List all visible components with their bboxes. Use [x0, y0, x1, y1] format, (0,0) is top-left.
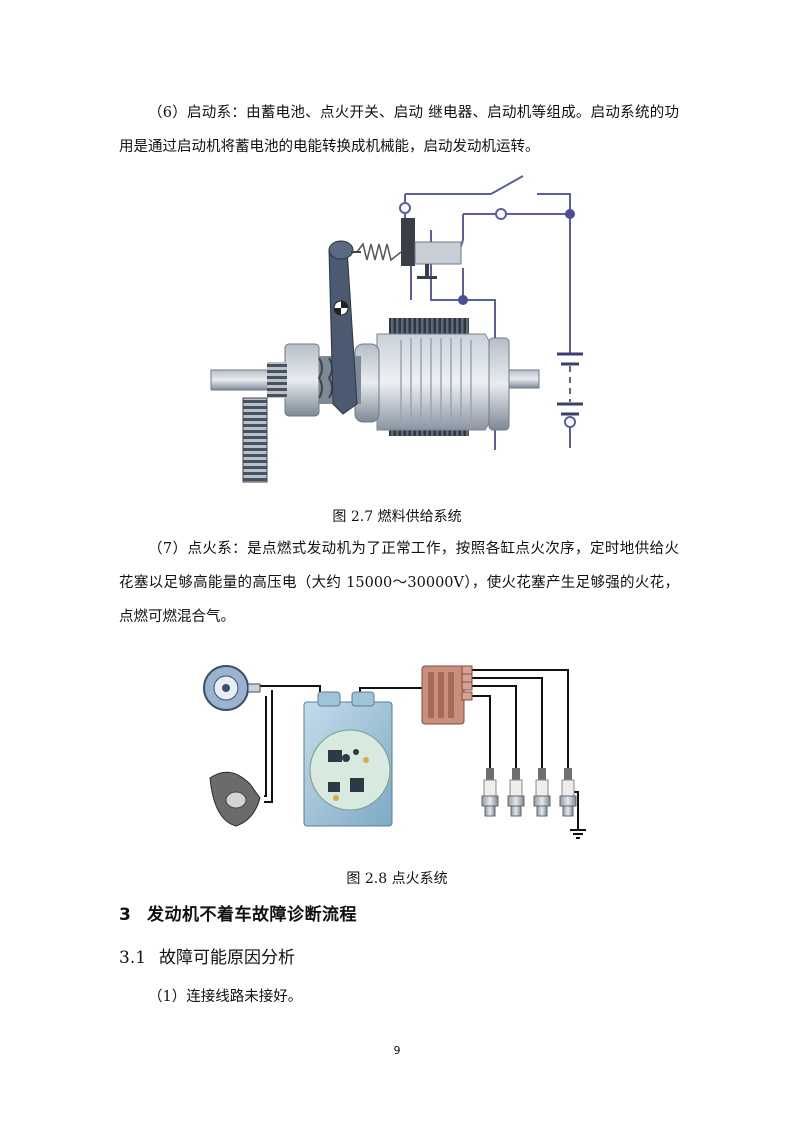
page-number: 9	[393, 1044, 401, 1057]
paragraph-ignition-system: （7）点火系：是点燃式发动机为了正常工作，按照各缸点火次序，定时地供给火花塞以足…	[119, 541, 679, 625]
figure-2-8-caption: 图 2.8 点火系统	[346, 871, 448, 887]
section-3-number: 3	[119, 905, 132, 925]
section-3-heading: 3 发动机不着车故障诊断流程	[119, 900, 357, 925]
section-3-1-heading: 3.1 故障可能原因分析	[119, 943, 295, 968]
ignition-system-diagram	[203, 665, 586, 839]
paragraph-starting-system: （6）启动系：由蓄电池、点火开关、启动 继电器、启动机等组成。启动系统的功用是通…	[119, 105, 679, 155]
starter-motor-diagram	[210, 175, 583, 483]
paragraph-cause-1: （1）连接线路未接好。	[148, 989, 303, 1005]
figure-2-7-caption: 图 2.7 燃料供给系统	[332, 509, 462, 525]
section-3-1-number: 3.1	[119, 948, 147, 968]
section-3-title: 发动机不着车故障诊断流程	[147, 905, 357, 925]
section-3-1-title: 故障可能原因分析	[159, 948, 295, 968]
spark-plugs	[481, 768, 577, 817]
